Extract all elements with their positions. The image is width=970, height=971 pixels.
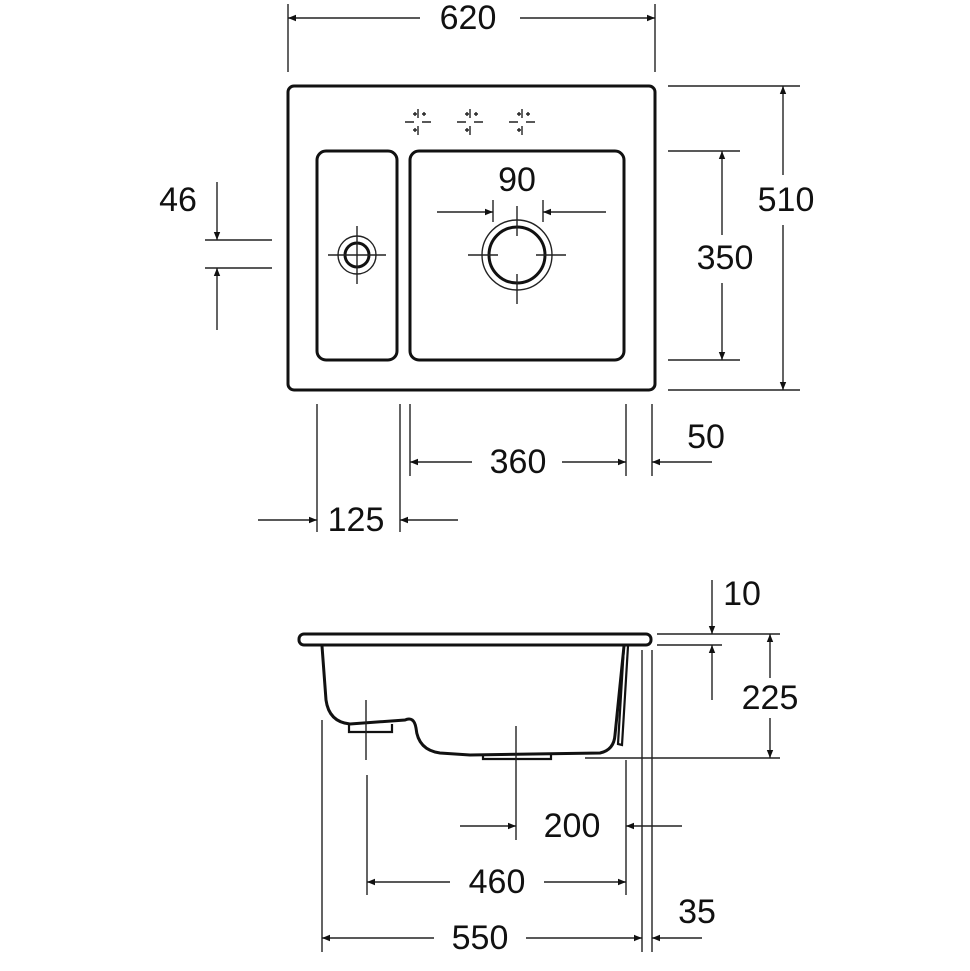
dimension-drain-diameter: 90: [437, 161, 606, 222]
bowl-profile: [320, 645, 626, 757]
side-view: 10 225 200 460 550: [297, 575, 799, 957]
dimension-rim-thickness: 10: [657, 575, 761, 700]
small-drain-outlet: [347, 724, 394, 734]
dimension-label: 510: [758, 181, 815, 219]
sink-outline: [286, 84, 657, 392]
dimension-overall-width: 620: [287, 0, 656, 72]
dimension-label: 35: [678, 893, 716, 931]
dimension-label: 620: [440, 0, 497, 37]
main-bowl: [408, 149, 626, 362]
dimension-bowl-depth: 350: [668, 150, 754, 361]
dimension-label: 350: [697, 239, 754, 277]
dimension-side-offset: 35: [651, 650, 716, 952]
dimension-label: 460: [469, 863, 526, 901]
main-drain-icon: [468, 206, 566, 304]
dimension-drain-offset: 200: [460, 800, 682, 845]
dimension-small-drain-offset: 46: [159, 181, 272, 330]
dimension-label: 50: [687, 418, 725, 456]
dimension-overall-depth: 510: [668, 85, 815, 391]
main-drain-outlet: [481, 755, 553, 761]
top-view: 620 510 350 90 46: [159, 0, 814, 539]
dimension-small-bowl-width: 125: [258, 404, 458, 539]
dimension-label: 550: [452, 919, 509, 957]
dimension-right-rim: 50: [651, 404, 725, 476]
small-drain-icon: [328, 226, 386, 284]
dimension-bowl-height: 225: [585, 633, 799, 759]
dimension-main-bowl-width: 360: [409, 404, 627, 481]
dimension-label: 10: [723, 575, 761, 613]
small-bowl: [315, 149, 399, 362]
dimension-label: 46: [159, 181, 197, 219]
tap-hole-icon: [405, 109, 535, 135]
rim-profile: [297, 632, 653, 647]
dimension-label: 360: [490, 443, 547, 481]
dimension-label: 125: [328, 501, 385, 539]
dimension-cutout-width: 550: [321, 650, 643, 957]
dimension-label: 225: [742, 679, 799, 717]
dimension-label: 90: [498, 161, 536, 199]
dimension-label: 200: [544, 807, 601, 845]
dimension-bottom-width: 460: [366, 760, 627, 901]
